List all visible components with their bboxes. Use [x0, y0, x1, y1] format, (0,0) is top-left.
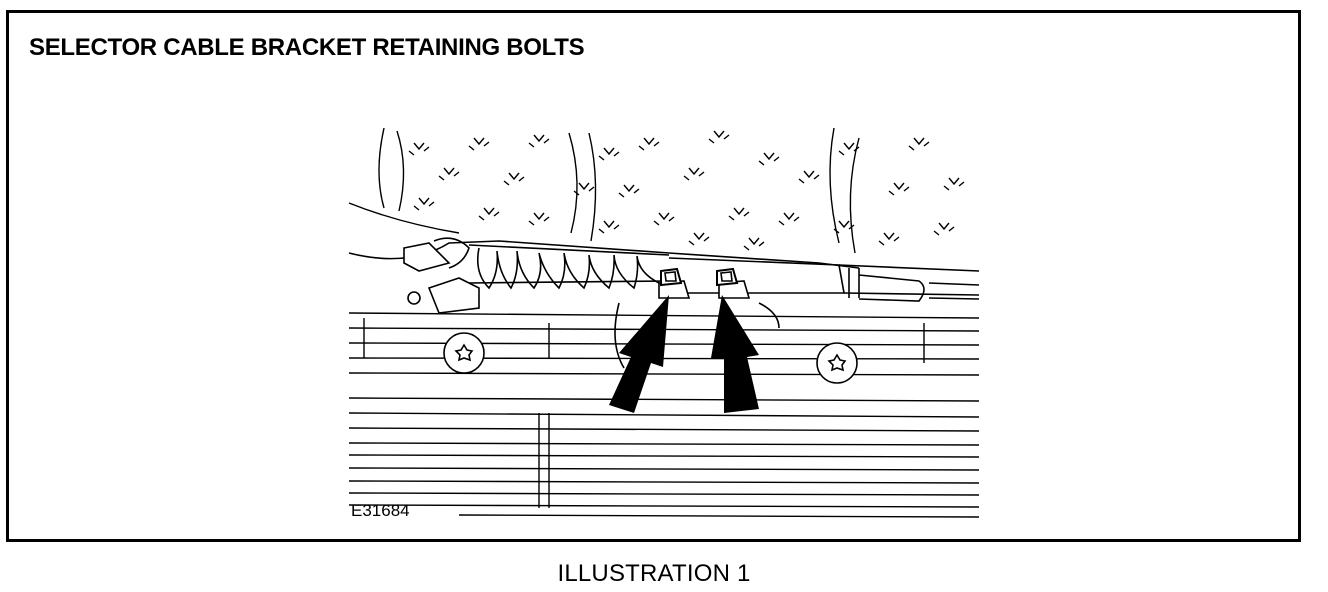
gear-icon — [443, 332, 858, 384]
arrow-icon — [609, 295, 759, 413]
figure-caption: ILLUSTRATION 1 — [557, 560, 751, 587]
bolt-icon — [660, 267, 739, 287]
figure-title: SELECTOR CABLE BRACKET RETAINING BOLTS — [29, 34, 585, 61]
figure-frame: SELECTOR CABLE BRACKET RETAINING BOLTS — [6, 10, 1301, 542]
reference-number: E31684 — [351, 501, 410, 520]
selector-cable — [348, 237, 980, 302]
selector-cable-illustration: E31684 — [348, 127, 980, 520]
housing-texture — [348, 127, 965, 254]
bracket-assembly — [407, 277, 780, 369]
